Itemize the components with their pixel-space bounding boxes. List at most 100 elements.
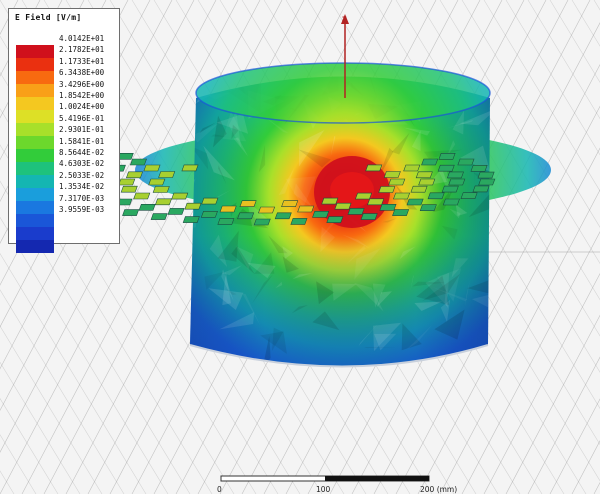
scatterer-tile [143,164,161,172]
scatterer-tile [379,204,397,211]
legend-value: 3.4296E+00 [59,79,105,89]
scatterer-tile [392,209,410,216]
scatterer-tile [460,192,478,199]
legend-swatch [16,149,54,162]
scatterer-tile [258,206,276,214]
legend-value: 3.9559E-03 [59,205,105,214]
scatterer-tile [129,158,147,166]
scatterer-tile [421,158,439,166]
scatterer-tile [171,192,189,200]
scatterer-tile [274,212,292,220]
legend-swatch [16,136,54,149]
scatterer-tile [184,202,202,210]
legend-swatch [16,123,54,136]
scatterer-tile [367,198,385,206]
scatterer-tile [154,198,172,206]
legend-swatch [16,162,54,175]
scatterer-tile [457,158,475,166]
scatterer-tile [388,178,406,186]
scatterer-tile [125,171,143,179]
legend-title: E Field [V/m] [15,13,82,22]
legend-swatch [16,240,54,253]
scatterer-tile [182,216,200,223]
scatterer-tile [383,171,401,178]
legend-swatch [16,188,54,201]
scatterer-tile [446,171,464,179]
scatterer-tile [441,185,459,193]
scatterer-tile [122,209,140,216]
scale-tick-200: 200 (mm) [420,485,458,494]
scatterer-tile [347,208,365,215]
legend-swatch [16,227,54,240]
scatterer-tile [219,205,237,213]
scatterer-tile [138,204,156,211]
legend-value: 1.0024E+00 [59,102,105,112]
legend-value: 8.5644E-02 [59,148,105,157]
scatterer-tile [150,213,168,220]
legend-value: 1.3534E-02 [59,182,105,192]
scatterer-tile [181,164,199,172]
legend-swatch [16,84,54,97]
scatterer-tile [418,178,436,186]
scatterer-tile [355,192,373,200]
legend-swatch [16,214,54,227]
scatterer-tile [217,218,235,225]
scatterer-tile [133,192,151,200]
scatterer-tile [360,213,378,220]
legend-swatch [16,175,54,188]
scatterer-tile [237,212,255,220]
scatterer-tile [393,192,411,200]
legend-value: 1.1733E+01 [59,56,105,66]
legend-swatch [16,71,54,84]
scatterer-tile [158,171,176,178]
scatterer-tile [419,204,437,211]
scatterer-tile [477,171,495,179]
legend-value: 2.1782E+01 [59,45,105,55]
legend-value: 1.5841E-01 [59,136,105,146]
legend-color-scale [16,45,54,253]
scatterer-tile [148,178,166,186]
scatterer-tile [239,200,257,207]
scatterer-tile [326,216,344,223]
scatterer-tile [118,178,136,186]
scatterer-tile [448,178,466,186]
legend-swatch [16,110,54,123]
scatterer-tile [200,211,218,218]
scatterer-tile [152,186,170,193]
legend-value: 4.6303E-02 [59,159,105,169]
scatterer-tile [403,164,421,172]
legend-value: 4.0142E+01 [59,34,105,43]
scale-tick-100: 100 [316,485,331,494]
scatterer-tile [438,153,456,160]
legend-value: 2.9301E-01 [59,125,105,135]
scatterer-tile [472,185,490,193]
cylinder-top [195,62,491,124]
z-axis [341,14,349,98]
legend-swatch [16,97,54,110]
scatterer-tile [470,165,488,172]
scale-tick-0: 0 [217,485,222,494]
scatterer-tile [410,185,428,193]
scatterer-tile [321,197,339,205]
scatterer-tile [478,178,496,186]
scatterer-tile [365,164,383,172]
scatterer-tile [281,200,299,207]
z-axis-label: z [342,14,347,23]
scatterer-tile [442,198,460,206]
legend-value: 2.5033E-02 [59,170,105,180]
legend-value: 1.8542E+00 [59,91,105,100]
legend-swatch [16,45,54,58]
scatterer-tile [120,185,138,193]
scatterer-tile [290,218,308,225]
legend-value: 5.4196E-01 [59,113,105,123]
scatterer-tile [253,218,271,226]
legend-swatch [16,58,54,71]
scatterer-tile [406,198,424,206]
scatterer-tile [427,192,445,200]
scatterer-tile [297,205,315,213]
scatterer-tile [334,202,352,210]
scatterer-tile [437,164,455,172]
